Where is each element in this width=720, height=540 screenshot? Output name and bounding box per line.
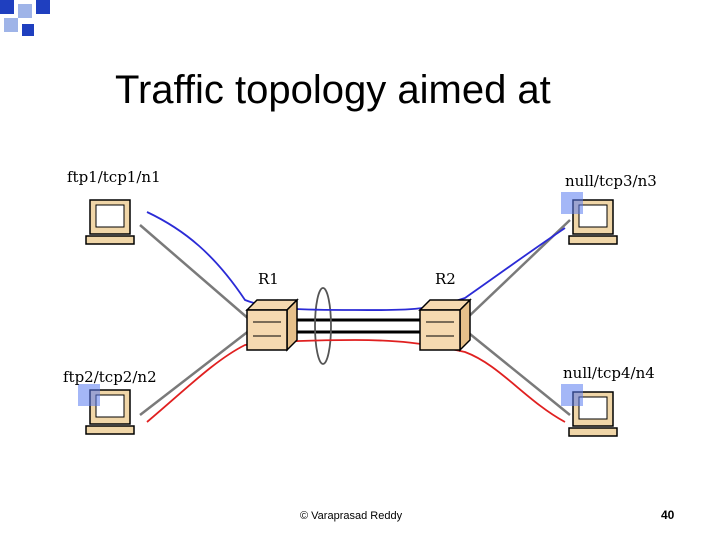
keyboard [568, 427, 618, 437]
corner-square [22, 24, 34, 36]
topology-diagram: ftp1/tcp1/n1 ftp2/tcp2/n2 null/tcp3/n3 n… [63, 168, 657, 437]
computer-n4-icon [561, 384, 618, 437]
link-n1-r1 [139, 224, 251, 321]
page-number: 40 [661, 508, 675, 522]
computer-n3-icon [561, 192, 618, 245]
screen [95, 394, 125, 418]
router-side [459, 298, 471, 352]
router-side [286, 298, 298, 352]
router-front [246, 309, 288, 351]
computer-n2-icon [78, 384, 135, 435]
corner-decoration [0, 0, 50, 36]
link-n2-r1 [139, 329, 251, 416]
screen [95, 204, 125, 228]
screen-glow [78, 384, 100, 406]
screen-glow [561, 384, 583, 406]
router-r2-icon [418, 298, 472, 352]
router-r1-icon [245, 298, 299, 352]
node-label-n4: null/tcp4/n4 [563, 364, 655, 382]
corner-square [0, 0, 14, 14]
keyboard [568, 235, 618, 245]
screen [578, 204, 608, 228]
corner-square [4, 18, 18, 32]
node-label-n3: null/tcp3/n3 [565, 172, 657, 190]
node-label-r1: R1 [258, 270, 279, 288]
keyboard [85, 235, 135, 245]
node-label-n2: ftp2/tcp2/n2 [63, 368, 157, 386]
link-r2-n4 [464, 329, 571, 416]
slide-title: Traffic topology aimed at [115, 68, 551, 112]
keyboard [85, 425, 135, 435]
node-label-n1: ftp1/tcp1/n1 [67, 168, 161, 186]
screen [578, 396, 608, 420]
corner-square [36, 0, 50, 14]
router-front [419, 309, 461, 351]
computer-n1-icon [85, 199, 135, 245]
footer-credit: © Varaprasad Reddy [300, 510, 403, 522]
links [139, 219, 571, 416]
node-label-r2: R2 [435, 270, 456, 288]
screen-glow [561, 192, 583, 214]
flow-red [146, 339, 566, 423]
corner-square [18, 4, 32, 18]
bottleneck-marker [314, 287, 332, 365]
flow-blue [146, 211, 566, 311]
